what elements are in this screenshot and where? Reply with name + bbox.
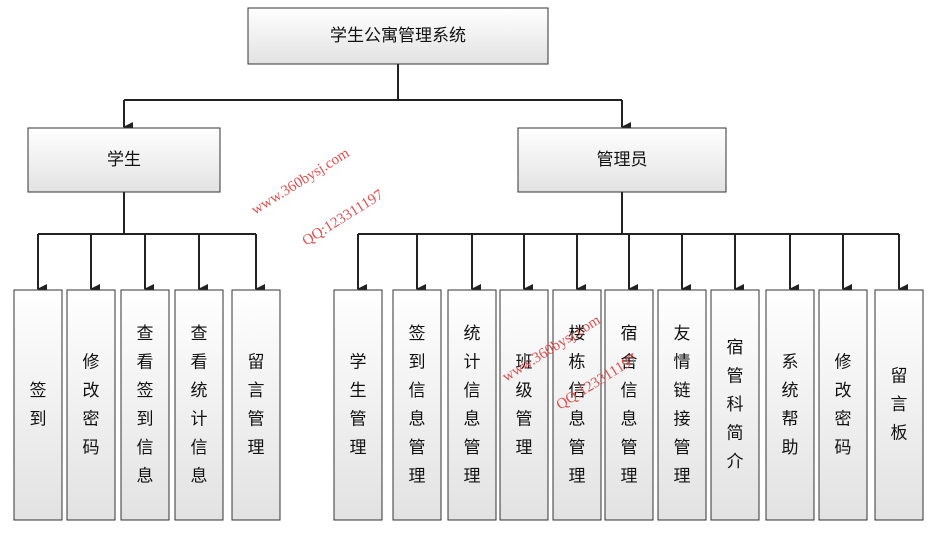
function-node <box>499 289 549 521</box>
function-label: 留言管理 <box>248 352 265 458</box>
function-label: 班级管理 <box>516 352 533 458</box>
function-node <box>604 289 654 521</box>
function-label: 宿舍信息管理 <box>621 324 638 487</box>
function-label: 留言板 <box>891 367 908 444</box>
function-node <box>120 289 170 521</box>
function-node <box>657 289 707 521</box>
root-node <box>247 7 549 65</box>
function-node <box>231 289 281 521</box>
function-node <box>447 289 497 521</box>
function-node <box>392 289 442 521</box>
function-label: 统计信息管理 <box>464 324 481 487</box>
function-label: 友情链接管理 <box>674 324 691 487</box>
watermark-qq: QQ:123311197 <box>300 187 387 250</box>
function-label: 系统帮助 <box>782 352 799 458</box>
role-node <box>517 127 727 193</box>
function-label: 宿管科简介 <box>727 338 744 472</box>
function-node <box>710 289 760 521</box>
function-label: 楼栋信息管理 <box>569 324 586 487</box>
function-node <box>874 289 924 521</box>
function-node <box>13 289 63 521</box>
function-node <box>765 289 815 521</box>
function-label: 查看签到信息 <box>137 324 154 487</box>
watermark-site: www.360bysj.com <box>249 145 353 218</box>
function-node <box>174 289 224 521</box>
function-label: 签到信息管理 <box>409 324 426 487</box>
function-node <box>66 289 116 521</box>
role-node <box>27 127 221 193</box>
function-label: 查看统计信息 <box>191 324 208 487</box>
function-label: 修改密码 <box>83 352 100 458</box>
function-node <box>333 289 383 521</box>
role-label: 管理员 <box>597 150 648 170</box>
role-label: 学生 <box>107 150 141 170</box>
function-label: 签到 <box>30 381 47 430</box>
function-node <box>552 289 602 521</box>
function-label: 修改密码 <box>835 352 852 458</box>
function-node <box>818 289 868 521</box>
function-label: 学生管理 <box>350 352 367 458</box>
root-title: 学生公寓管理系统 <box>330 26 466 46</box>
